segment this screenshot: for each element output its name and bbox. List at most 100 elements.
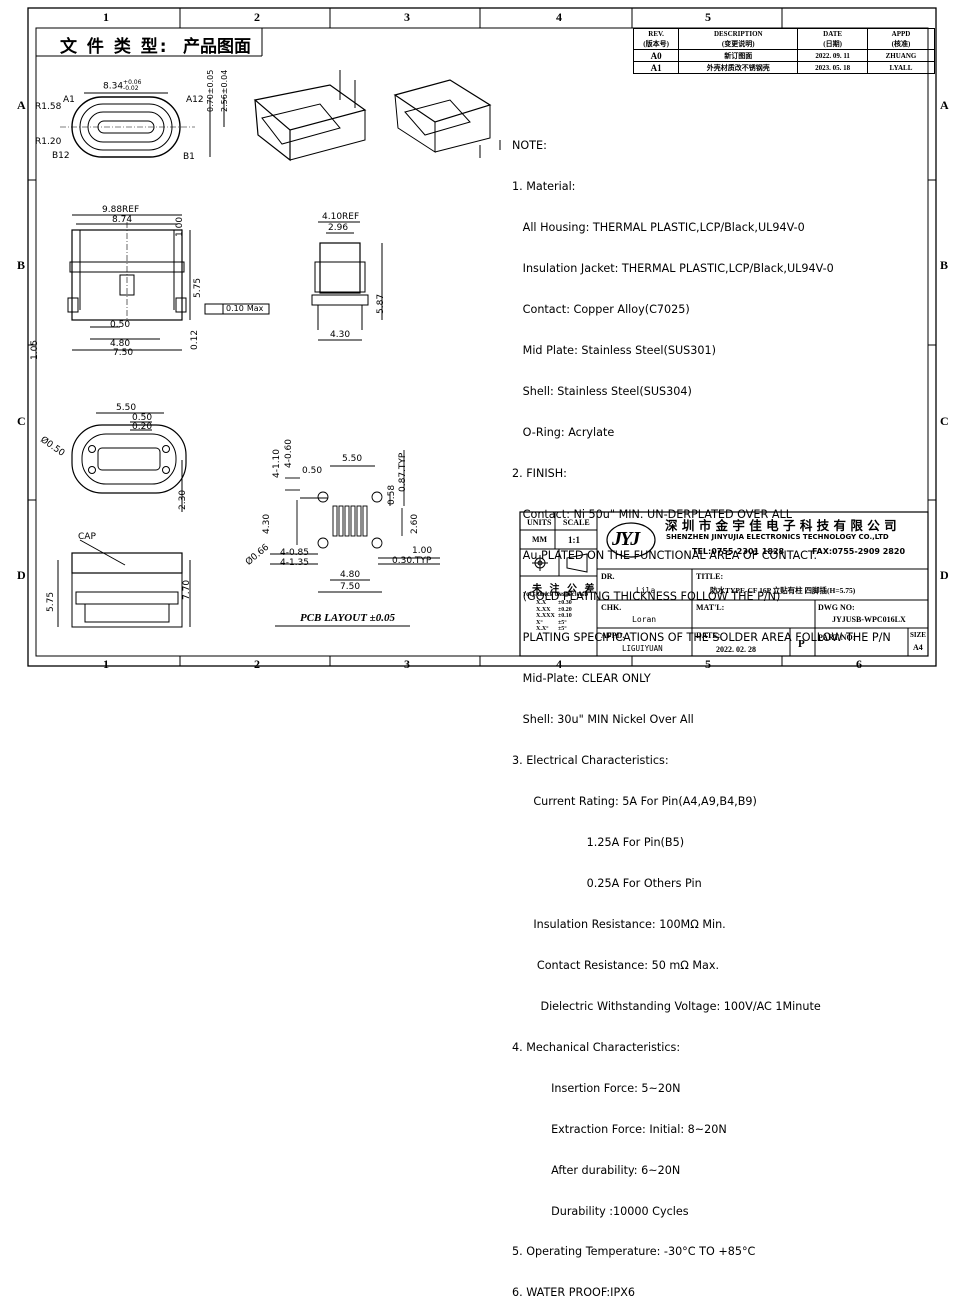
- zone-col-3-bottom: 3: [404, 657, 410, 671]
- scale-label: SCALE: [563, 518, 590, 527]
- dim-bottom-width: 5.50: [116, 403, 137, 413]
- page-label: P: [798, 638, 805, 650]
- dwg-label: DWG NO:: [818, 603, 855, 612]
- note-line: Durability :10000 Cycles: [512, 1204, 689, 1218]
- note-line: 3. Electrical Characteristics:: [512, 753, 669, 767]
- dim-pcb-w6: 7.50: [340, 582, 361, 592]
- note-line: Dielectric Withstanding Voltage: 100V/AC…: [512, 999, 821, 1013]
- zone-row-c-right: C: [940, 414, 949, 428]
- dim-bottom-w2: 0.50: [132, 413, 153, 423]
- zone-col-5-top: 5: [705, 10, 711, 24]
- dim-r-inner: R1.20: [35, 137, 62, 147]
- chk-value: Loran: [632, 615, 657, 624]
- dim-side-h1: 1.00: [175, 216, 185, 237]
- note-line: Insulation Resistance: 100MΩ Min.: [512, 917, 726, 931]
- dim-side-ref: 9.88REF: [102, 205, 140, 215]
- dim-pcb-w5: 4.80: [340, 570, 361, 580]
- dim-pcb-w3: 1.00: [412, 546, 433, 556]
- dim-cap-h2: 7.70: [182, 579, 192, 600]
- tolerance-title: 未 注 公 差: [532, 584, 597, 595]
- note-line: After durability: 6~20N: [512, 1163, 681, 1177]
- tolerance-subtitle: TOLERANCE UNSPECIFIED: [523, 593, 589, 598]
- projection-symbol: [532, 553, 588, 573]
- note-line: Mid Plate: Stainless Steel(SUS301): [512, 344, 716, 358]
- note-line: 2. FINISH:: [512, 467, 567, 481]
- dim-side-w2: 0.50: [110, 320, 131, 330]
- dim-side-h2: 5.75: [193, 277, 203, 298]
- dim-side-h4: 0.12: [190, 329, 200, 350]
- zone-col-3-top: 3: [404, 10, 410, 24]
- units-label: UNITS: [527, 518, 552, 527]
- dim-pcb-v1: 0.58: [387, 484, 397, 505]
- dim-cap-h1: 5.75: [46, 591, 56, 612]
- revision-row: A0 新订图面 2022. 09. 11 ZHUANG: [632, 49, 936, 62]
- note-line: NOTE:: [512, 139, 547, 153]
- note-line: O-Ring: Acrylate: [512, 426, 615, 440]
- zone-col-1-top: 1: [103, 10, 109, 24]
- dim-side-w3: 4.80: [110, 339, 131, 349]
- zone-row-c-left: C: [17, 414, 26, 428]
- note-line: Shell: 30u" MIN Nickel Over All: [512, 712, 694, 726]
- dim-pcb-d4: 4-1.35: [280, 558, 310, 568]
- dim-end-w2: 4.30: [330, 330, 351, 340]
- dim-pcb-d2: 4-0.60: [284, 438, 294, 468]
- pin-a1-label: A1: [63, 95, 75, 105]
- zone-row-b-left: B: [17, 258, 26, 272]
- pin-a12-label: A12: [186, 95, 204, 105]
- pin-b12-label: B12: [52, 151, 70, 161]
- scale-value: 1:1: [568, 535, 580, 545]
- dim-pcb-d3: 4-0.85: [280, 548, 310, 558]
- title-value: 防水TYPE-CF 16P 立贴有柱 四脚插(H=5.75): [710, 586, 856, 595]
- zone-col-1-bottom: 1: [103, 657, 109, 671]
- size-value: A4: [913, 643, 923, 652]
- company-tel: TEL:0755-2301 1828: [692, 547, 785, 556]
- zone-col-2-top: 2: [254, 10, 260, 24]
- zone-col-6-bottom: 6: [856, 657, 862, 671]
- zone-col-5-bottom: 5: [705, 657, 711, 671]
- dr-label: DR.: [601, 572, 615, 581]
- dim-top-h1: 0.70±0.05: [206, 69, 215, 112]
- note-line: 4. Mechanical Characteristics:: [512, 1040, 681, 1054]
- units-value: MM: [532, 535, 548, 544]
- note-line: Mid-Plate: CLEAR ONLY: [512, 671, 651, 685]
- dwg-value: JYJUSB-WPC016LX: [832, 615, 906, 624]
- note-line: 6. WATER PROOF:IPX6: [512, 1286, 635, 1300]
- note-line: Contact: Ni 50u" MIN. UN-DERPLATED OVER …: [512, 508, 792, 522]
- dim-side-h3: 1.05: [30, 339, 40, 360]
- zone-row-a-left: A: [17, 98, 26, 112]
- zone-row-d-right: D: [940, 568, 949, 582]
- zone-row-d-left: D: [17, 568, 26, 582]
- cap-label: CAP: [78, 532, 96, 542]
- part-no-label: PART NO:: [818, 633, 856, 642]
- technical-drawings: [57, 70, 929, 657]
- note-line: Contact: Copper Alloy(C7025): [512, 303, 690, 317]
- note-line: (GOLD PLATING THICKNESS FOLLOW THE P/N): [512, 589, 781, 603]
- dim-side-width: 8.74: [112, 215, 133, 225]
- note-line: Extraction Force: Initial: 8~20N: [512, 1122, 727, 1136]
- dim-pcb-w2: 0.50: [302, 466, 323, 476]
- dim-top-h2: 2.56±0.04: [220, 69, 229, 112]
- appd-label: APPD.: [601, 631, 625, 640]
- zone-col-4-top: 4: [556, 10, 562, 24]
- dim-side-w4: 7.50: [113, 348, 134, 358]
- dim-pcb-v2: 2.60: [410, 513, 420, 534]
- logo-text: JYJ: [612, 528, 640, 550]
- dr-value: Lila: [636, 586, 656, 595]
- company-name-cn: 深 圳 市 金 宇 佳 电 子 科 技 有 限 公 司: [665, 518, 897, 533]
- dim-pcb-typ: 0.87.TYP: [398, 452, 408, 492]
- dim-end-height: 5.87: [376, 293, 386, 314]
- zone-col-2-bottom: 2: [254, 657, 260, 671]
- size-label: SIZE: [910, 631, 926, 639]
- company-fax: FAX:0755-2909 2820: [812, 547, 906, 556]
- drawing-frame: [27, 7, 937, 667]
- date-value: 2022. 02. 28: [716, 645, 756, 654]
- date-label: DATE:: [696, 631, 721, 640]
- dim-pcb-w4: 0.30.TYP: [392, 556, 432, 566]
- revision-row: A1 外壳材质改不锈钢壳 2023. 05. 18 LYALL: [632, 61, 936, 74]
- note-line: PLATING SPECIFICATIONS OF THE SOLDER ARE…: [512, 630, 891, 644]
- note-line: 5. Operating Temperature: -30°C TO +85°C: [512, 1245, 756, 1259]
- dim-pcb-height: 4.30: [262, 513, 272, 534]
- title-label: TITLE:: [696, 572, 724, 581]
- note-line: Insertion Force: 5~20N: [512, 1081, 681, 1095]
